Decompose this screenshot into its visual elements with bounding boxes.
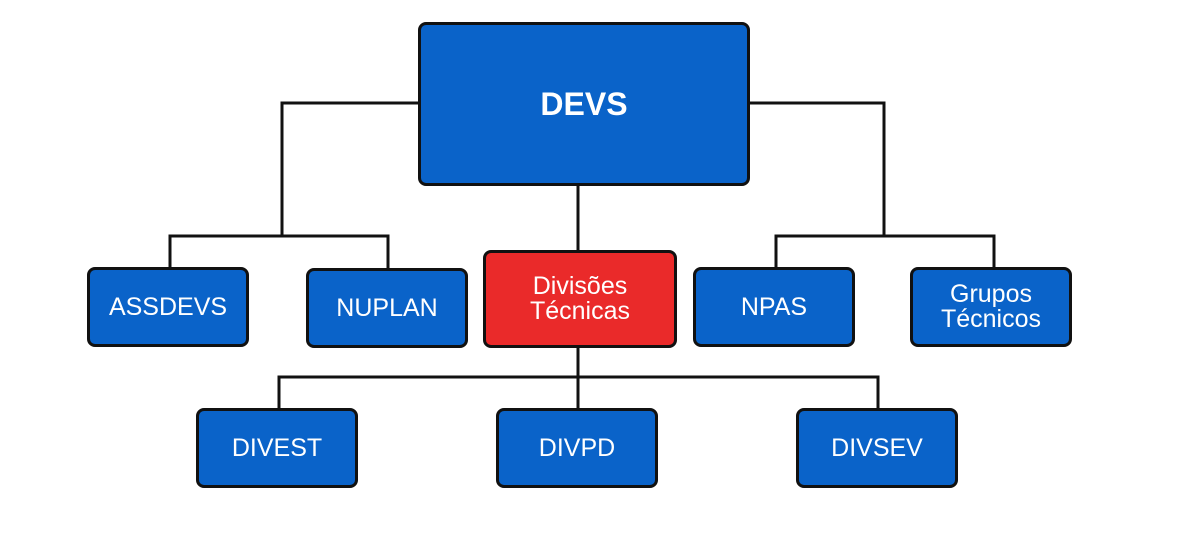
node-nuplan-label: NUPLAN [336,293,438,322]
node-divisoes-tecnicas-label: Divisões Técnicas [529,272,631,325]
node-npas-label: NPAS [740,292,808,321]
node-devs: DEVS [418,22,750,186]
node-divest-label: DIVEST [231,433,323,462]
node-divpd: DIVPD [496,408,658,488]
node-grupos-tecnicos: Grupos Técnicos [910,267,1072,347]
node-divsev: DIVSEV [796,408,958,488]
node-devs-label: DEVS [540,86,628,122]
node-assdevs: ASSDEVS [87,267,249,347]
node-divsev-label: DIVSEV [831,433,923,462]
node-divisoes-tecnicas: Divisões Técnicas [483,250,677,348]
node-npas: NPAS [693,267,855,347]
node-nuplan: NUPLAN [306,268,468,348]
node-assdevs-label: ASSDEVS [108,292,228,321]
node-grupos-tecnicos-label: Grupos Técnicos [940,280,1042,333]
node-divpd-label: DIVPD [538,433,616,462]
node-divest: DIVEST [196,408,358,488]
